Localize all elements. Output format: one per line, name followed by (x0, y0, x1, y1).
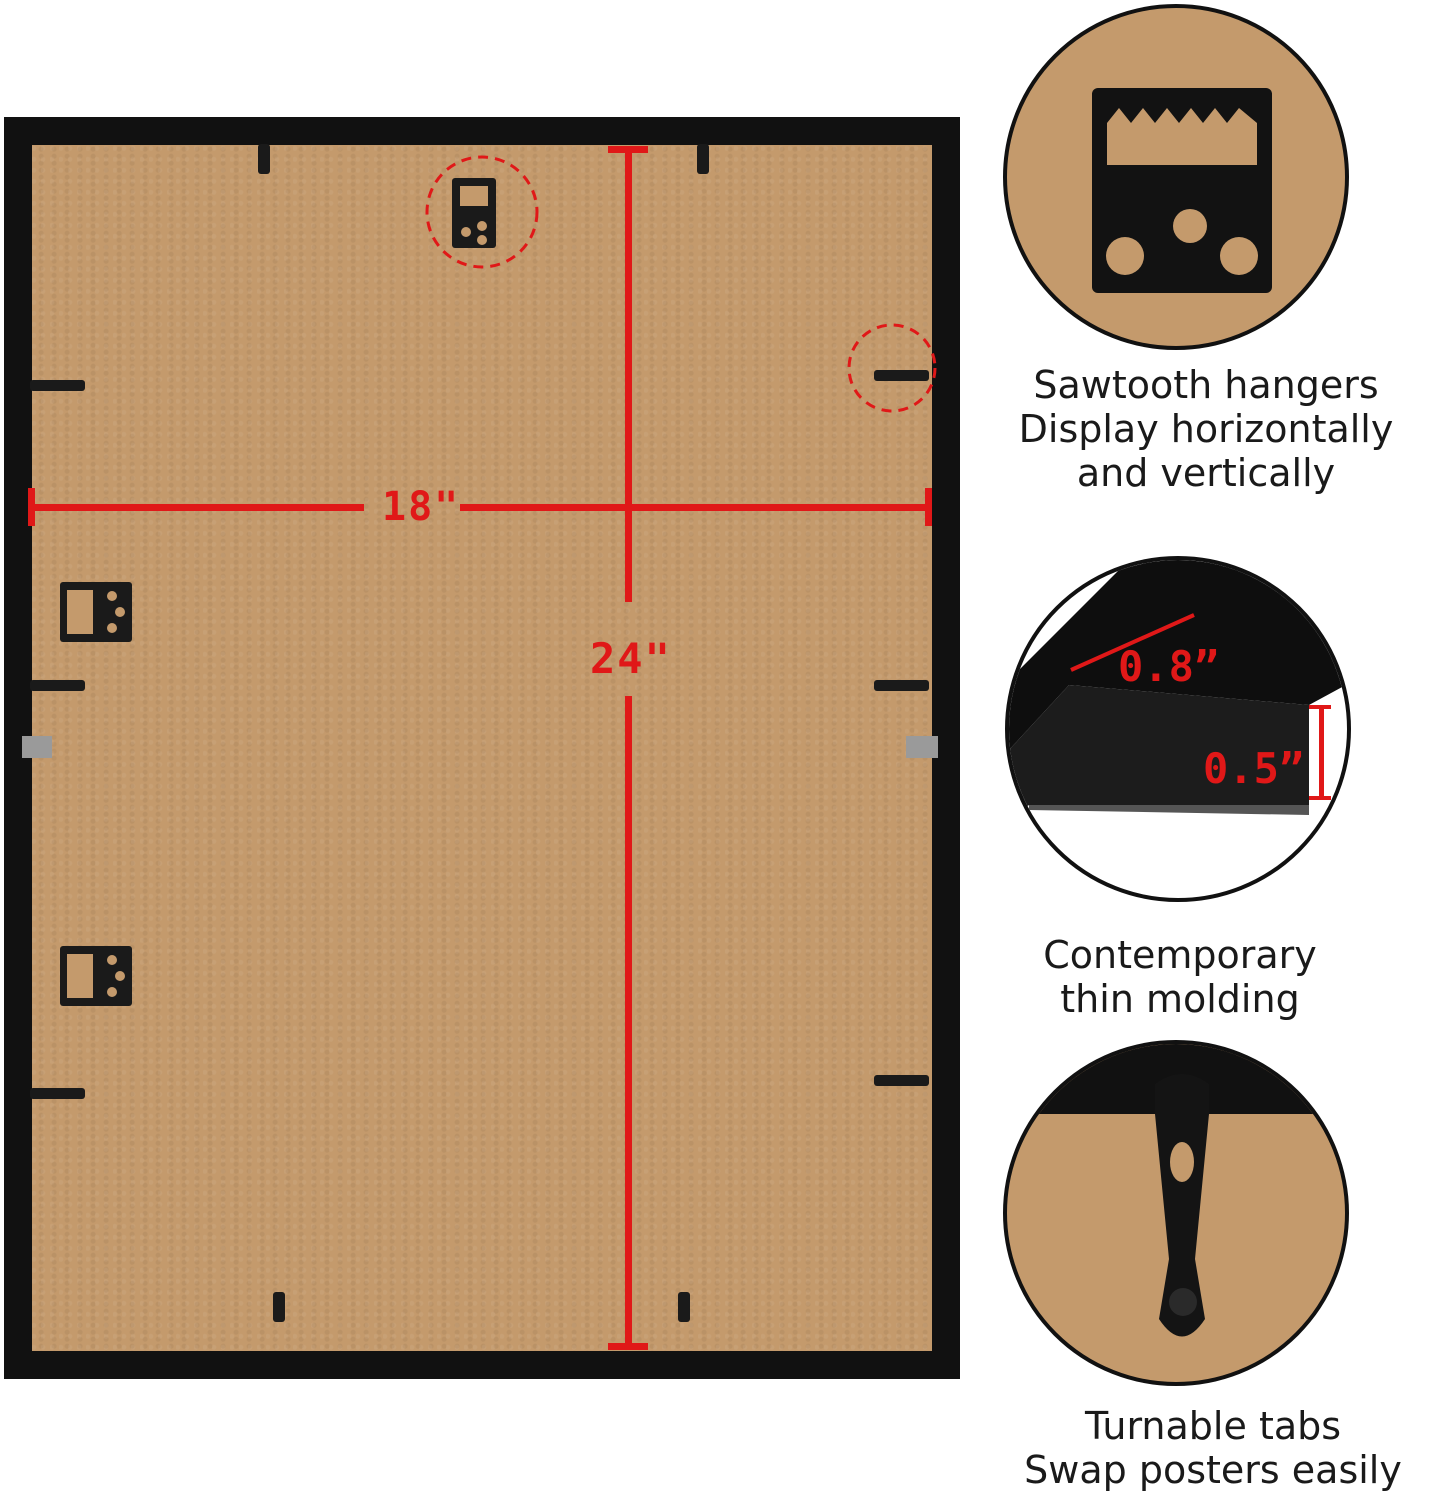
turn-tab-icon (874, 680, 929, 691)
turn-tab-icon (30, 1088, 85, 1099)
turn-tab-icon (30, 380, 85, 391)
sawtooth-hanger-icon (1092, 88, 1272, 293)
molding-depth-label: 0.8” (1118, 642, 1220, 691)
tabs-detail-circle (1003, 1040, 1349, 1386)
molding-corner-icon (1009, 560, 1347, 820)
poster-frame-back (4, 117, 960, 1379)
kraft-backing (32, 145, 932, 1351)
turn-tab-icon (30, 680, 85, 691)
sawtooth-detail-circle (1003, 4, 1349, 350)
caption-line: Contemporary (1043, 933, 1317, 977)
turn-tab-icon (697, 144, 709, 174)
molding-detail-circle (1005, 556, 1351, 902)
clip-icon (906, 736, 938, 758)
sawtooth-hanger-icon (60, 582, 132, 642)
width-dimension-label: 18" (382, 484, 461, 530)
caption-line: Turnable tabs (1084, 1404, 1342, 1448)
turnable-tab-icon (1007, 1044, 1345, 1337)
height-dimension-label: 24" (590, 634, 672, 683)
caption-line: Swap posters easily (1024, 1448, 1402, 1493)
tabs-caption: Turnable tabs Swap posters easily (990, 1404, 1436, 1492)
turn-tab-icon (678, 1292, 690, 1322)
frame-hardware (22, 144, 938, 1350)
turn-tab-icon (874, 370, 929, 381)
molding-profile-label: 0.5” (1203, 744, 1305, 793)
turn-tab-icon (273, 1292, 285, 1322)
caption-line: Display horizontally (1018, 407, 1394, 452)
turn-tab-icon (874, 1075, 929, 1086)
caption-line: and vertically (1076, 451, 1336, 496)
sawtooth-hanger-icon (452, 178, 496, 248)
sawtooth-caption: Sawtooth hangers Display horizontally an… (986, 363, 1426, 495)
molding-caption: Contemporary thin molding (980, 933, 1380, 1021)
caption-line: thin molding (1060, 977, 1300, 1022)
sawtooth-hanger-icon (60, 946, 132, 1006)
caption-line: Sawtooth hangers (1033, 363, 1379, 407)
clip-icon (22, 736, 52, 758)
turn-tab-icon (258, 144, 270, 174)
